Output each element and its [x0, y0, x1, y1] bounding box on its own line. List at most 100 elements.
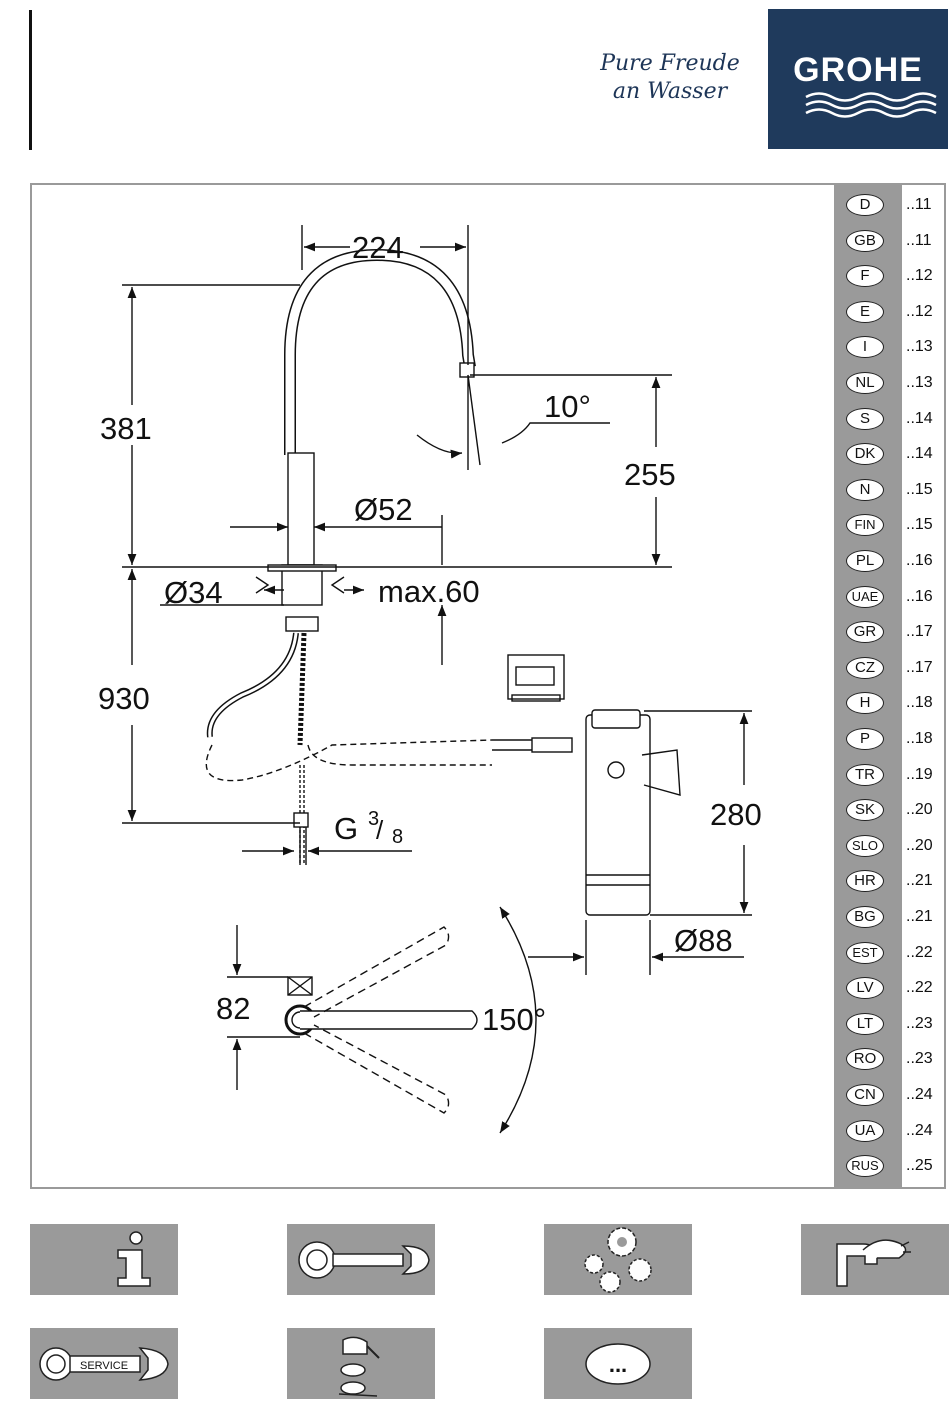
language-entry[interactable]: F ..12	[834, 259, 948, 293]
language-entry[interactable]: GB ..11	[834, 224, 948, 258]
language-code: I	[846, 336, 884, 359]
language-entry[interactable]: N ..15	[834, 473, 948, 507]
language-page: ..14	[906, 445, 933, 463]
language-code: GR	[846, 621, 884, 644]
info-tile[interactable]	[30, 1224, 178, 1295]
language-page: ..16	[906, 552, 933, 569]
language-code: NL	[846, 372, 884, 394]
language-entry[interactable]: UA ..24	[834, 1114, 948, 1148]
language-code: TR	[846, 763, 884, 786]
dim-82: 82	[216, 991, 250, 1026]
drawing-frame	[30, 183, 946, 1189]
language-entry[interactable]: PL ..16	[834, 544, 948, 578]
language-page: ..11	[906, 231, 932, 249]
language-page: ..18	[906, 694, 933, 712]
dim-381: 381	[100, 411, 152, 446]
language-code: SLO	[846, 834, 884, 857]
language-entry[interactable]: CZ ..17	[834, 651, 948, 685]
installation-tile[interactable]	[287, 1224, 435, 1295]
language-code: PL	[846, 550, 884, 572]
language-code: FIN	[846, 514, 884, 537]
language-code: CZ	[846, 656, 884, 679]
language-code: RO	[846, 1048, 884, 1071]
language-page: ..19	[906, 765, 933, 783]
language-entry[interactable]: FIN ..15	[834, 508, 948, 542]
language-entry[interactable]: HR ..21	[834, 864, 948, 898]
language-page: ..24	[906, 1086, 933, 1103]
language-entry[interactable]: SK ..20	[834, 793, 948, 827]
more-label: ...	[609, 1352, 627, 1377]
language-entry[interactable]: GR..17	[834, 615, 948, 649]
language-entry[interactable]: D..11	[834, 188, 948, 222]
language-code: F	[846, 265, 884, 288]
language-entry[interactable]: I ..13	[834, 330, 948, 364]
language-entry[interactable]: H ..18	[834, 686, 948, 720]
spare-parts-tile[interactable]	[544, 1224, 692, 1295]
language-page: ..22	[906, 943, 933, 961]
language-entry[interactable]: TR ..19	[834, 758, 948, 792]
language-entry[interactable]: P..18	[834, 722, 948, 756]
language-entry[interactable]: DK ..14	[834, 437, 948, 471]
dim-dia-88: Ø88	[674, 923, 733, 958]
wrench-icon	[298, 1241, 430, 1279]
language-page: ..15	[906, 516, 933, 534]
header-rule	[29, 10, 32, 150]
brand-name: GROHE	[793, 51, 923, 89]
language-page: ..16	[906, 587, 933, 605]
dim-thread: G	[334, 811, 358, 846]
dim-thread-num: 3	[368, 808, 379, 830]
language-entry[interactable]: UAE..16	[834, 580, 948, 614]
language-code: LV	[846, 977, 884, 1000]
language-entry[interactable]: EST..22	[834, 936, 948, 970]
care-tile[interactable]	[801, 1224, 949, 1295]
language-entry[interactable]: NL ..13	[834, 366, 948, 400]
dim-255: 255	[624, 457, 676, 492]
language-page: ..21	[906, 872, 933, 890]
service-wrench-icon: SERVICE	[39, 1347, 169, 1381]
language-code: DK	[846, 443, 884, 466]
language-page: ..15	[906, 480, 933, 498]
more-tile[interactable]: ...	[544, 1328, 692, 1399]
language-page: ..13	[906, 338, 933, 356]
language-page: ..17	[906, 658, 933, 676]
dim-224: 224	[352, 230, 404, 265]
language-page: ..13	[906, 374, 933, 391]
language-page: ..11	[906, 196, 932, 213]
dim-thread-slash: /	[376, 815, 384, 845]
language-page: ..12	[906, 267, 933, 285]
language-entry[interactable]: BG..21	[834, 900, 948, 934]
language-code: GB	[846, 229, 884, 252]
dim-dia-34: Ø34	[164, 575, 223, 610]
language-entry[interactable]: S..14	[834, 402, 948, 436]
language-code: UA	[846, 1119, 884, 1142]
hand-cleaning-icon	[836, 1239, 911, 1287]
language-entry[interactable]: RUS..25	[834, 1149, 948, 1183]
language-page: ..20	[906, 801, 933, 819]
language-entry[interactable]: LT..23	[834, 1007, 948, 1041]
language-page: ..22	[906, 979, 933, 997]
dim-280: 280	[710, 797, 762, 832]
language-page: ..12	[906, 302, 933, 320]
technical-drawing: 224 381 10° 255 Ø52 Ø34 max.60 930 G 3 /…	[98, 225, 762, 1134]
language-entry[interactable]: CN..24	[834, 1078, 948, 1112]
language-page: ..24	[906, 1121, 933, 1139]
service-tile[interactable]: SERVICE	[30, 1328, 178, 1399]
cartridge-tile[interactable]	[287, 1328, 435, 1399]
language-code: SK	[846, 799, 884, 822]
language-page: ..23	[906, 1014, 933, 1032]
language-code: BG	[846, 906, 884, 928]
info-icon	[117, 1231, 151, 1287]
language-page: ..14	[906, 409, 933, 427]
gears-icon	[584, 1227, 652, 1293]
language-page: ..20	[906, 836, 933, 854]
language-code: HR	[846, 870, 884, 893]
language-code: N	[846, 478, 884, 501]
language-entry[interactable]: SLO ..20	[834, 829, 948, 863]
language-entry[interactable]: E..12	[834, 295, 948, 329]
language-entry[interactable]: RO..23	[834, 1042, 948, 1076]
slogan-line-1: Pure Freude	[600, 51, 740, 76]
language-entry[interactable]: LV ..22	[834, 971, 948, 1005]
language-code: H	[846, 692, 884, 715]
dim-930: 930	[98, 681, 150, 716]
